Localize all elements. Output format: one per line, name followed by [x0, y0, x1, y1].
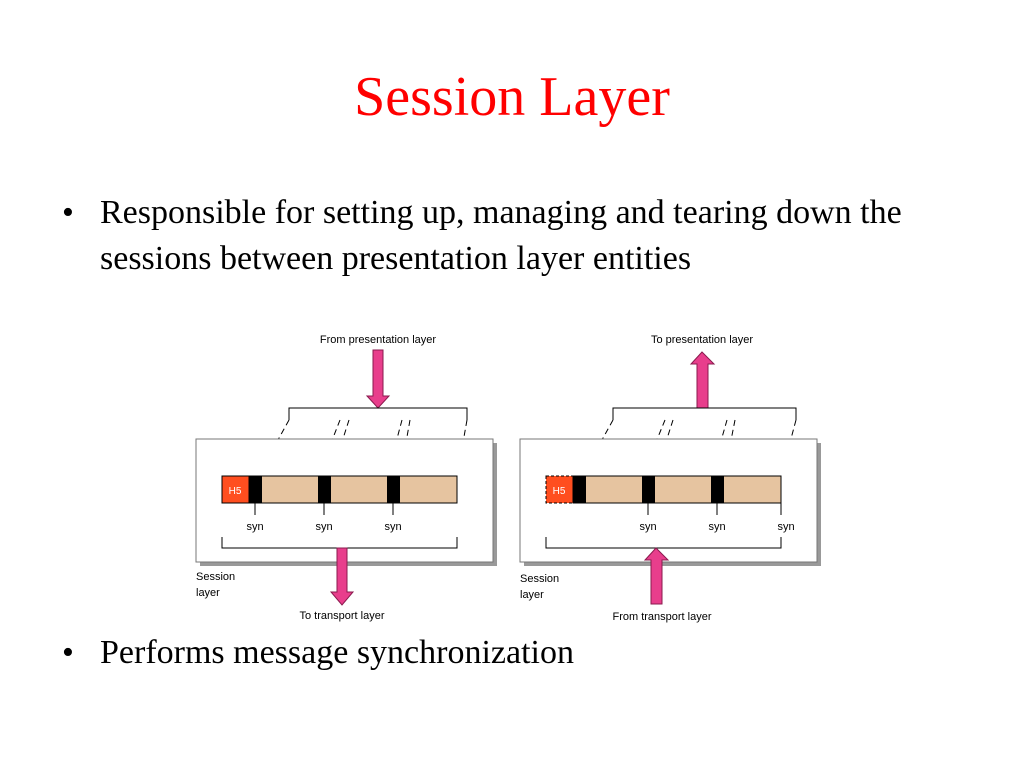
bullet-text: Responsible for setting up, managing and… — [100, 194, 902, 277]
syn-label: syn — [384, 521, 401, 533]
session-layer-label: Session — [520, 573, 559, 585]
h5-header — [221, 475, 250, 504]
h5-header-label: H5 — [553, 486, 566, 497]
h5-header-label: H5 — [229, 486, 242, 497]
bullet-marker: • — [62, 194, 74, 231]
from-transport-label: From transport layer — [612, 611, 711, 623]
session-layer-label: layer — [196, 587, 220, 599]
syn-label: syn — [639, 521, 656, 533]
syn-label: syn — [246, 521, 263, 533]
to-presentation-label: To presentation layer — [651, 334, 753, 346]
session-layer-label: layer — [520, 589, 544, 601]
syn-point — [642, 476, 655, 503]
h5-header — [545, 475, 574, 504]
bullet-item-responsibility: • Responsible for setting up, managing a… — [62, 190, 962, 282]
down-arrow-to-transport — [329, 547, 355, 606]
slide-title: Session Layer — [354, 66, 670, 128]
receiver-panel: To presentation layer H5 — [519, 334, 821, 623]
syn-ticks — [647, 503, 782, 515]
syn-point — [318, 476, 331, 503]
syn-point — [573, 476, 586, 503]
bottom-brace — [545, 537, 782, 549]
bullet-text: Performs message synchronization — [100, 634, 574, 671]
down-arrow-from-presentation — [365, 349, 391, 409]
top-brace — [288, 407, 468, 420]
from-presentation-label: From presentation layer — [320, 334, 436, 346]
syn-ticks — [254, 503, 394, 515]
bullet-marker: • — [62, 634, 74, 671]
data-unit — [248, 475, 458, 504]
up-arrow-to-presentation — [689, 351, 716, 409]
syn-point — [711, 476, 724, 503]
bullet-item-synchronization: • Performs message synchronization — [62, 630, 962, 676]
syn-label: syn — [315, 521, 332, 533]
syn-label: syn — [708, 521, 725, 533]
syn-point — [249, 476, 262, 503]
syn-point — [387, 476, 400, 503]
top-brace — [612, 407, 797, 420]
to-transport-label: To transport layer — [300, 610, 385, 622]
sender-panel: From presentation layer H5 — [195, 334, 497, 622]
syn-label: syn — [777, 521, 794, 533]
up-arrow-from-transport — [643, 547, 670, 605]
data-unit — [572, 475, 782, 504]
session-layer-label: Session — [196, 571, 235, 583]
